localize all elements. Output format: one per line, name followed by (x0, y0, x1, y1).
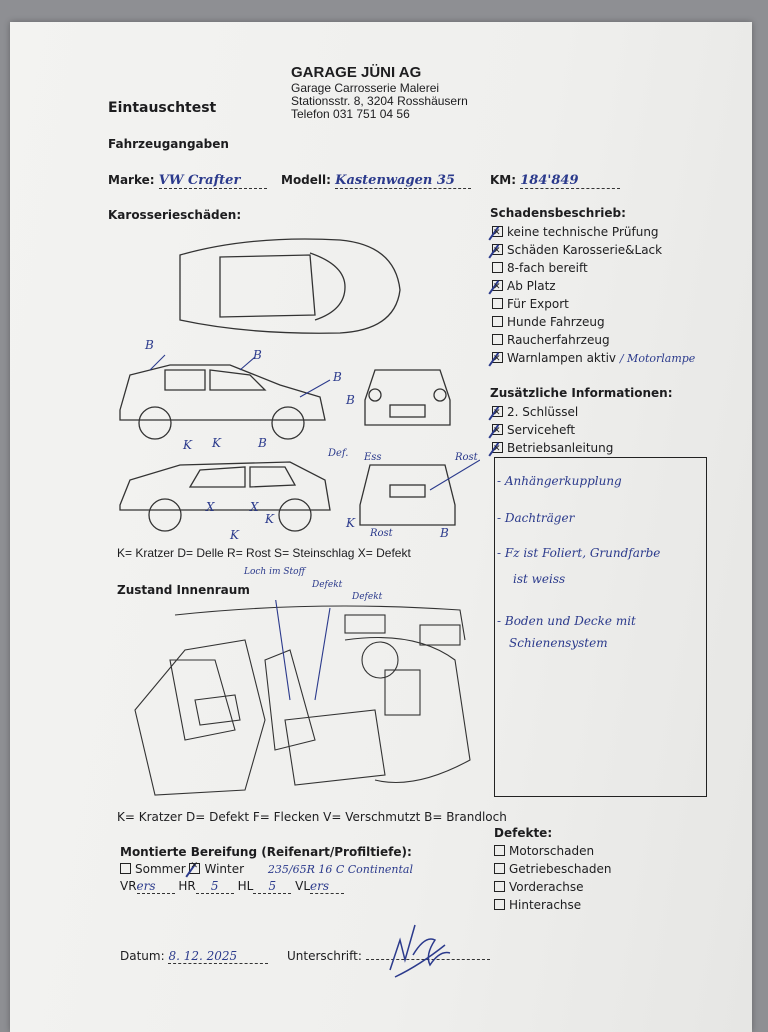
defects-list: Motorschaden Getriebeschaden Vorderachse… (494, 842, 611, 914)
checkbox-raucherfahrzeug[interactable]: Raucherfahrzeug (492, 331, 695, 349)
form-title: Eintauschtest (108, 100, 217, 116)
company-name: GARAGE JÜNI AG (291, 64, 422, 81)
damage-mark: K (265, 512, 274, 526)
marke-field[interactable]: Marke: VW Crafter (108, 173, 267, 189)
checkbox-fuer-export[interactable]: Für Export (492, 295, 695, 313)
damage-mark: B (258, 436, 267, 450)
interior-legend: K= Kratzer D= Defekt F= Flecken V= Versc… (117, 810, 507, 824)
date-field[interactable]: Datum: 8. 12. 2025 (120, 949, 269, 964)
checkbox-motorschaden[interactable]: Motorschaden (494, 842, 611, 860)
damage-mark: B (440, 526, 449, 540)
damage-mark: Rost (455, 452, 478, 463)
checkbox-vorderachse[interactable]: Vorderachse (494, 878, 611, 896)
car-side-view-right (119, 461, 331, 532)
checkbox-hinterachse[interactable]: Hinterachse (494, 896, 611, 914)
vl-field[interactable]: ers (310, 879, 345, 894)
tires-title: Montierte Bereifung (Reifenart/Profiltie… (120, 845, 412, 859)
defects-title: Defekte: (494, 826, 553, 840)
checkbox-sommer[interactable]: Sommer (120, 862, 186, 876)
damage-desc-list: keine technische Prüfung Schäden Karosse… (492, 223, 695, 368)
note-line: ist weiss (513, 572, 566, 586)
checkbox-schaeden-karosserie[interactable]: Schäden Karosserie&Lack (492, 241, 695, 260)
damage-mark: B (253, 348, 262, 362)
checkbox-keine-pruefung[interactable]: keine technische Prüfung (492, 223, 695, 242)
body-damage-legend: K= Kratzer D= Delle R= Rost S= Steinschl… (117, 546, 411, 560)
car-rear-view (359, 464, 456, 526)
checkbox-serviceheft[interactable]: Serviceheft (492, 421, 613, 440)
checkbox-8fach-bereift[interactable]: 8-fach bereift (492, 259, 695, 277)
damage-mark: K (212, 436, 221, 450)
damage-mark: B (145, 338, 154, 352)
note-line: - Anhängerkupplung (497, 474, 622, 488)
modell-field[interactable]: Modell: Kastenwagen 35 (281, 173, 472, 189)
form-sheet (10, 22, 752, 1032)
note-line: Schienensystem (509, 636, 608, 650)
damage-mark: B (346, 393, 355, 407)
tire-spec: 235/65R 16 C Continental (267, 863, 413, 876)
note-line: - Boden und Decke mit (497, 614, 636, 628)
company-phone: Telefon 031 751 04 56 (291, 107, 410, 121)
additional-title: Zusätzliche Informationen: (490, 386, 673, 400)
damage-mark: K (230, 528, 239, 542)
tire-type-row: Sommer Winter 235/65R 16 C Continental (120, 861, 413, 876)
notes-box[interactable]: - Anhängerkupplung - Dachträger - Fz ist… (494, 457, 707, 797)
car-top-view (179, 238, 401, 334)
damage-mark: Def. (328, 448, 349, 459)
interior-title: Zustand Innenraum (117, 583, 250, 597)
checkbox-getriebeschaden[interactable]: Getriebeschaden (494, 860, 611, 878)
note-line: - Fz ist Foliert, Grundfarbe (497, 546, 661, 560)
warn-note: / Motorlampe (619, 352, 696, 365)
interior-mark: Loch im Stoff (244, 567, 305, 577)
damage-mark: K (183, 438, 192, 452)
company-subtitle: Garage Carrosserie Malerei (291, 81, 440, 95)
interior-diagram (134, 600, 471, 796)
vehicle-section-title: Fahrzeugangaben (108, 137, 229, 151)
additional-list: 2. Schlüssel Serviceheft Betriebsanleitu… (492, 403, 613, 458)
damage-desc-title: Schadensbeschrieb: (490, 206, 626, 220)
checkbox-zweiter-schluessel[interactable]: 2. Schlüssel (492, 403, 613, 422)
vr-field[interactable]: ers (136, 879, 175, 894)
km-field[interactable]: KM: 184'849 (490, 173, 621, 189)
hr-field[interactable]: 5 (195, 879, 234, 894)
interior-mark: Defekt (312, 580, 343, 590)
checkbox-betriebsanleitung[interactable]: Betriebsanleitung (492, 439, 613, 458)
checkbox-winter[interactable]: Winter (189, 861, 244, 876)
damage-mark: K (346, 516, 355, 530)
hl-field[interactable]: 5 (253, 879, 292, 894)
checkbox-warnlampen[interactable]: Warnlampen aktiv / Motorlampe (492, 349, 695, 368)
checkbox-ab-platz[interactable]: Ab Platz (492, 277, 695, 296)
car-side-view-left (119, 364, 326, 440)
body-damage-title: Karosserieschäden: (108, 208, 242, 222)
damage-mark: Rost (370, 528, 393, 539)
company-address: Stationsstr. 8, 3204 Rosshäusern (291, 94, 468, 108)
car-front-view (364, 369, 451, 426)
car-diagram (119, 238, 480, 532)
signature (389, 924, 451, 978)
checkbox-hunde-fahrzeug[interactable]: Hunde Fahrzeug (492, 313, 695, 331)
damage-mark: B (333, 370, 342, 384)
interior-mark: Defekt (352, 592, 383, 602)
note-line: - Dachträger (497, 511, 575, 525)
damage-mark: X (250, 500, 259, 514)
damage-mark: X (206, 500, 215, 514)
damage-mark: Ess (364, 452, 382, 463)
